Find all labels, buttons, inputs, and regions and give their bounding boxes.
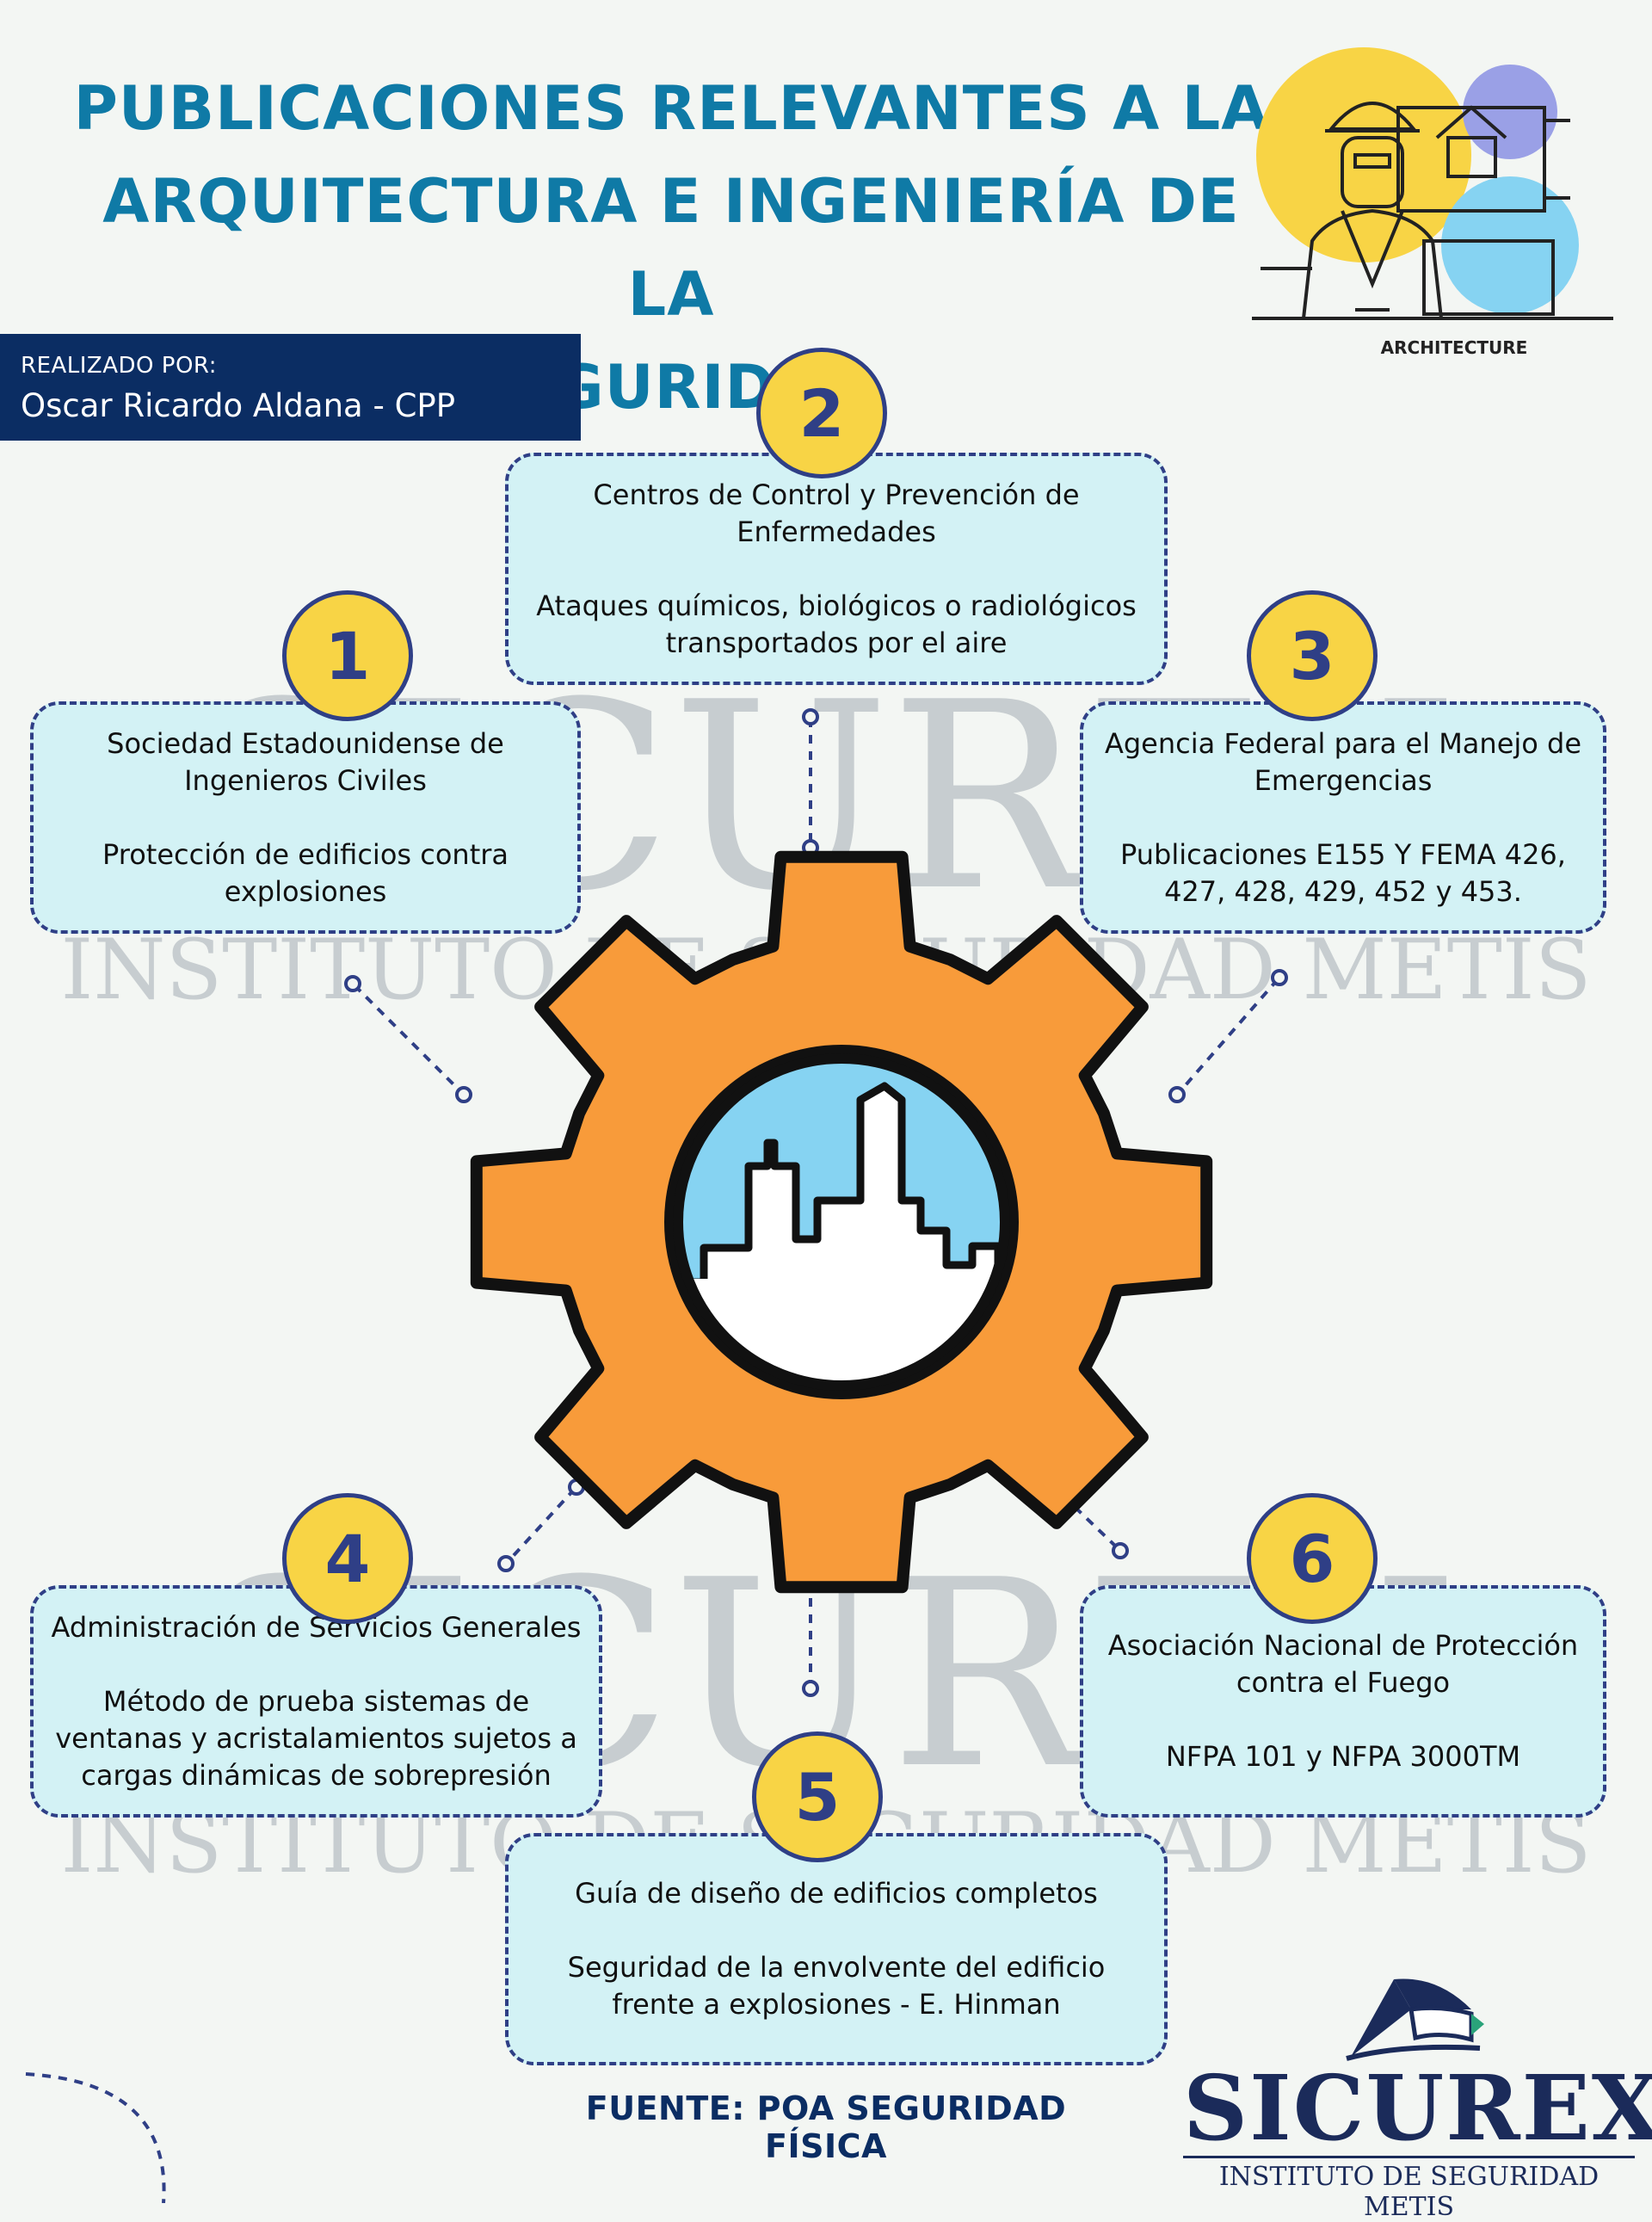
- badge-3: 3: [1247, 590, 1378, 721]
- badge-4: 4: [282, 1493, 413, 1624]
- connectors: [353, 719, 1279, 1687]
- card-body: Publicaciones E155 Y FEMA 426, 427, 428,…: [1120, 837, 1566, 908]
- source-note: FUENTE: POA SEGURIDAD FÍSICA: [585, 2089, 1067, 2165]
- logo-subtitle: INSTITUTO DE SEGURIDAD METIS: [1183, 2156, 1635, 2222]
- badge-1: 1: [282, 590, 413, 721]
- badge-2: 2: [756, 348, 887, 478]
- card-item-2: Centros de Control y Prevención de Enfer…: [505, 453, 1168, 685]
- author-label: REALIZADO POR:: [21, 353, 217, 379]
- card-body: Protección de edificios contra explosion…: [102, 837, 509, 908]
- logo-wordmark: SICUREX: [1183, 2055, 1652, 2161]
- badge-5: 5: [752, 1731, 883, 1862]
- gear-icon: [470, 850, 1213, 1594]
- title-line-1: PUBLICACIONES RELEVANTES A LA: [73, 73, 1269, 144]
- book-logo-icon: [1346, 1978, 1484, 2061]
- decorative-curve: [25, 2072, 166, 2203]
- author-name: Oscar Ricardo Aldana - CPP: [21, 387, 456, 424]
- card-item-6: Asociación Nacional de Protección contra…: [1080, 1585, 1606, 1818]
- card-heading: Agencia Federal para el Manejo de Emerge…: [1104, 726, 1582, 797]
- card-item-4: Administración de Servicios Generales Mé…: [30, 1585, 602, 1818]
- card-item-1: Sociedad Estadounidense de Ingenieros Ci…: [30, 701, 581, 934]
- card-body: NFPA 101 y NFPA 3000TM: [1165, 1740, 1521, 1773]
- card-heading: Guía de diseño de edificios completos: [575, 1877, 1098, 1910]
- architecture-label: ARCHITECTURE: [1380, 337, 1528, 358]
- card-heading: Asociación Nacional de Protección contra…: [1107, 1629, 1579, 1699]
- card-item-3: Agencia Federal para el Manejo de Emerge…: [1080, 701, 1606, 934]
- title-line-2: ARQUITECTURA E INGENIERÍA DE LA: [102, 166, 1240, 330]
- card-body: Método de prueba sistemas de ventanas y …: [55, 1684, 577, 1792]
- badge-6: 6: [1247, 1493, 1378, 1624]
- architect-icon: [1252, 47, 1613, 320]
- card-body: Seguridad de la envolvente del edificio …: [567, 1951, 1106, 2021]
- card-item-5: Guía de diseño de edificios completos Se…: [505, 1833, 1168, 2065]
- card-heading: Sociedad Estadounidense de Ingenieros Ci…: [107, 726, 504, 797]
- card-heading: Centros de Control y Prevención de Enfer…: [593, 478, 1080, 548]
- author-box: REALIZADO POR: Oscar Ricardo Aldana - CP…: [0, 334, 581, 441]
- card-body: Ataques químicos, biológicos o radiológi…: [536, 589, 1137, 659]
